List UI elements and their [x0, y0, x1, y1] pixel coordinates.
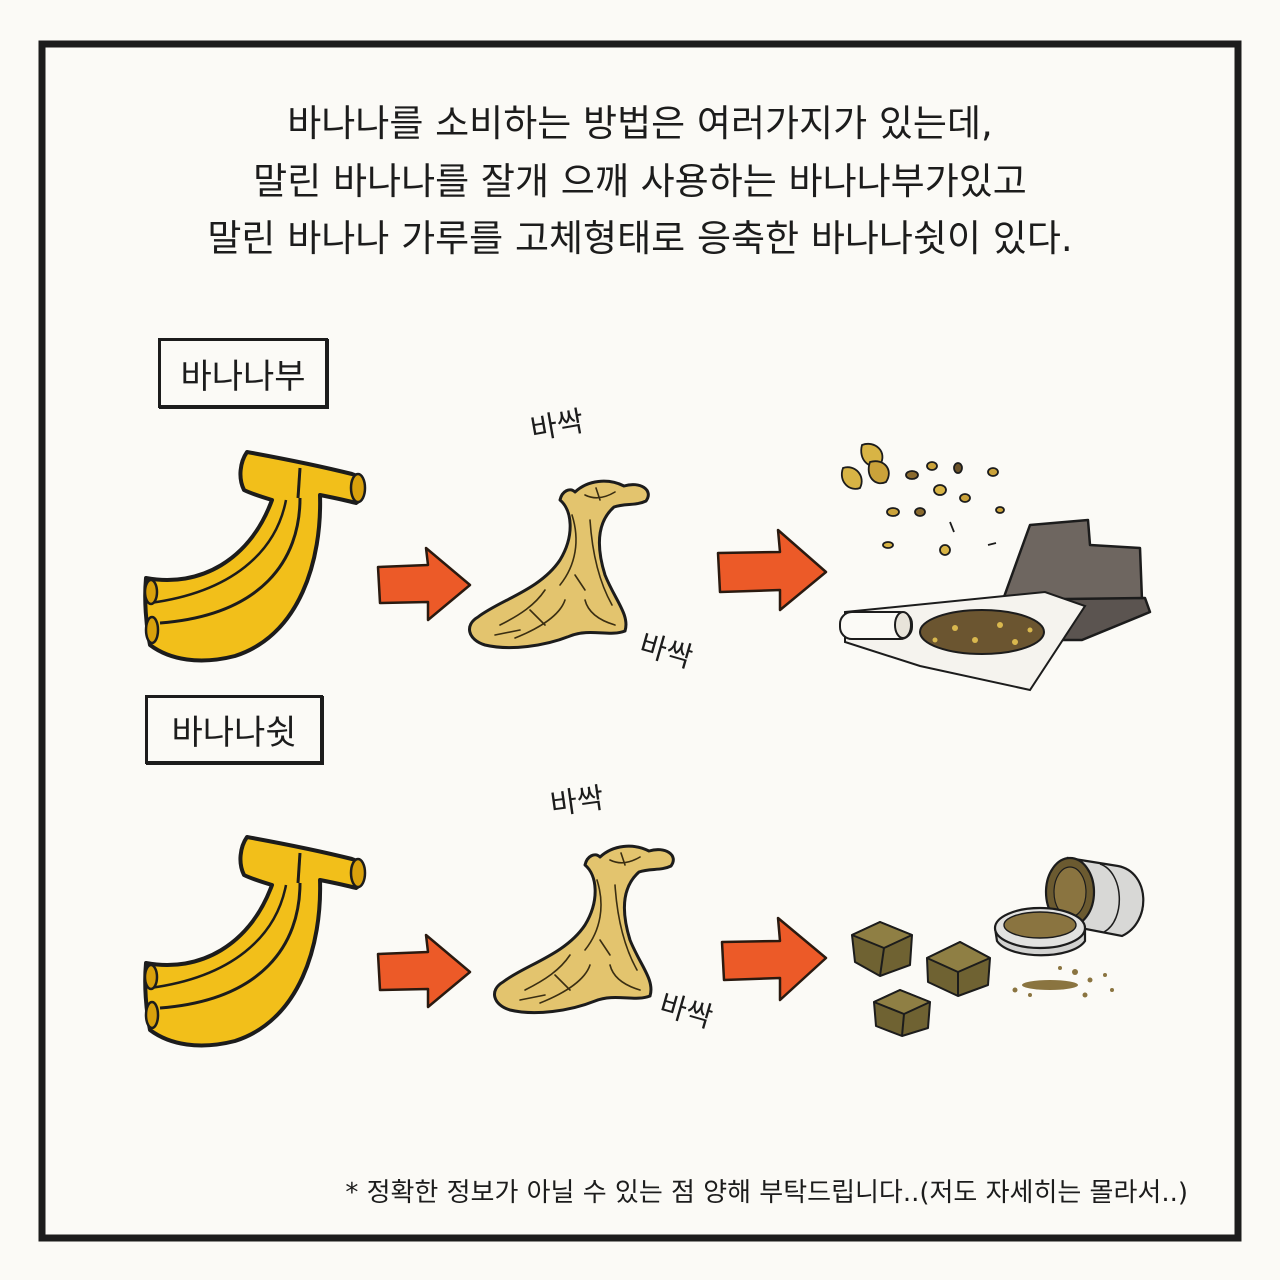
sfx-dry-2a: 바싹 — [548, 780, 606, 822]
spilled-powder — [1012, 966, 1114, 998]
cube-2 — [926, 941, 991, 997]
cube-1 — [851, 921, 913, 977]
intro-line-1: 바나나를 소비하는 방법은 여러가지가 있는데, — [287, 102, 993, 145]
compressed-cubes-scene — [851, 856, 1145, 1037]
cube-3 — [873, 989, 931, 1037]
rolled-paper — [839, 611, 913, 640]
arrow-2 — [716, 528, 828, 612]
arrow-1 — [376, 546, 472, 622]
intro-line-2: 말린 바나나를 잘개 으깨 사용하는 바나나부가있고 — [253, 160, 1027, 203]
fresh-banana-1 — [143, 450, 367, 663]
banana-chips-rolling-scene — [839, 442, 1152, 692]
banana-mixture — [919, 609, 1045, 655]
jar-lid-with-powder — [993, 906, 1087, 957]
jar — [1044, 856, 1145, 938]
fresh-banana-2 — [143, 835, 367, 1048]
intro-line-3: 말린 바나나 가루를 고체형태로 응축한 바나나쉿이 있다. — [207, 217, 1073, 260]
dried-banana-2 — [493, 844, 675, 1015]
dried-banana-1 — [468, 479, 650, 650]
label-bananabu: 바나나부 — [158, 338, 328, 408]
banana-chips — [840, 442, 1005, 556]
panel-frame — [38, 40, 1242, 1242]
label-bananashit: 바나나쉿 — [145, 695, 323, 764]
footnote: * 정확한 정보가 아닐 수 있는 점 양해 부탁드립니다..(저도 자세히는 … — [345, 1178, 1188, 1208]
arrow-3 — [376, 933, 472, 1009]
arrow-4 — [720, 916, 828, 1002]
